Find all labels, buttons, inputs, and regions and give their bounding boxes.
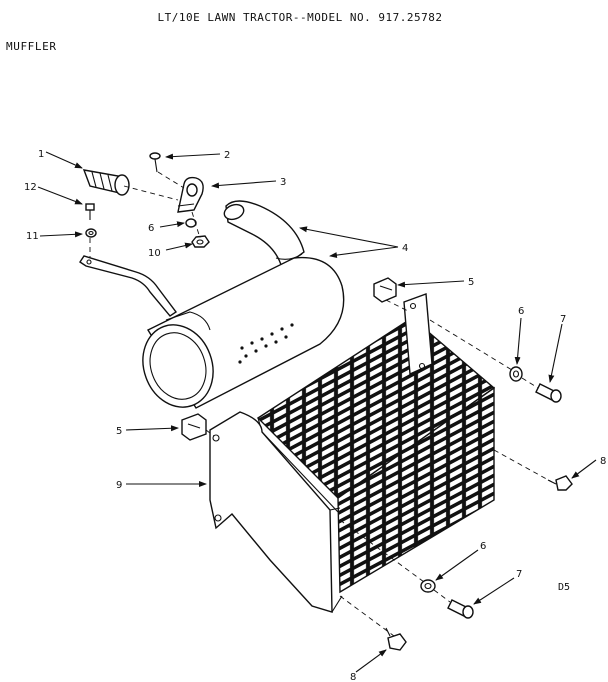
clip-nut-5-lower	[181, 413, 207, 441]
screw-2	[149, 152, 161, 173]
section-label: MUFFLER	[6, 40, 57, 53]
callout-11: 11	[26, 231, 39, 242]
callout-3: 3	[280, 177, 286, 188]
callout-6-right: 6	[518, 306, 524, 317]
heat-shield-9	[209, 293, 496, 613]
callout-5-lower: 5	[116, 426, 122, 437]
callout-1: 1	[38, 149, 44, 160]
callout-10: 10	[148, 248, 161, 259]
screw-8-bottom	[385, 627, 407, 651]
bolt-7-bottom	[447, 599, 474, 619]
callout-5-upper: 5	[468, 277, 474, 288]
page-title: LT/10E LAWN TRACTOR--MODEL NO. 917.25782	[157, 11, 443, 24]
assembly-lines	[89, 171, 553, 637]
callout-7-right: 7	[560, 314, 566, 325]
lockwasher-6-right	[509, 366, 523, 382]
callout-4: 4	[402, 243, 408, 254]
extension-boot	[82, 169, 130, 196]
callout-2: 2	[224, 150, 230, 161]
callout-8-bottom: 8	[350, 672, 356, 682]
callout-6-bottom: 6	[480, 541, 486, 552]
lockwasher-11	[85, 228, 97, 238]
leader-arrows	[37, 151, 597, 673]
clip-nut-5-upper	[373, 277, 397, 303]
lockwasher-6-bottom	[420, 579, 436, 593]
callout-8-right: 8	[600, 456, 606, 467]
screw-8-right	[547, 475, 573, 491]
nut-10	[191, 235, 210, 248]
bolt-7-right	[535, 383, 562, 403]
drawing-code: D5	[558, 582, 571, 593]
clamp-3	[177, 176, 204, 213]
callout-12: 12	[24, 182, 37, 193]
bolt-12	[85, 203, 95, 220]
lockwasher-6-top	[185, 218, 197, 228]
callout-numbers: 1 2 3 4 5 5 6 6 6 7 7 8 8 9 10 11 12	[24, 149, 606, 682]
callout-7-bottom: 7	[516, 569, 522, 580]
callout-6-top: 6	[148, 223, 154, 234]
muffler-4	[79, 200, 345, 409]
callout-9: 9	[116, 480, 122, 491]
